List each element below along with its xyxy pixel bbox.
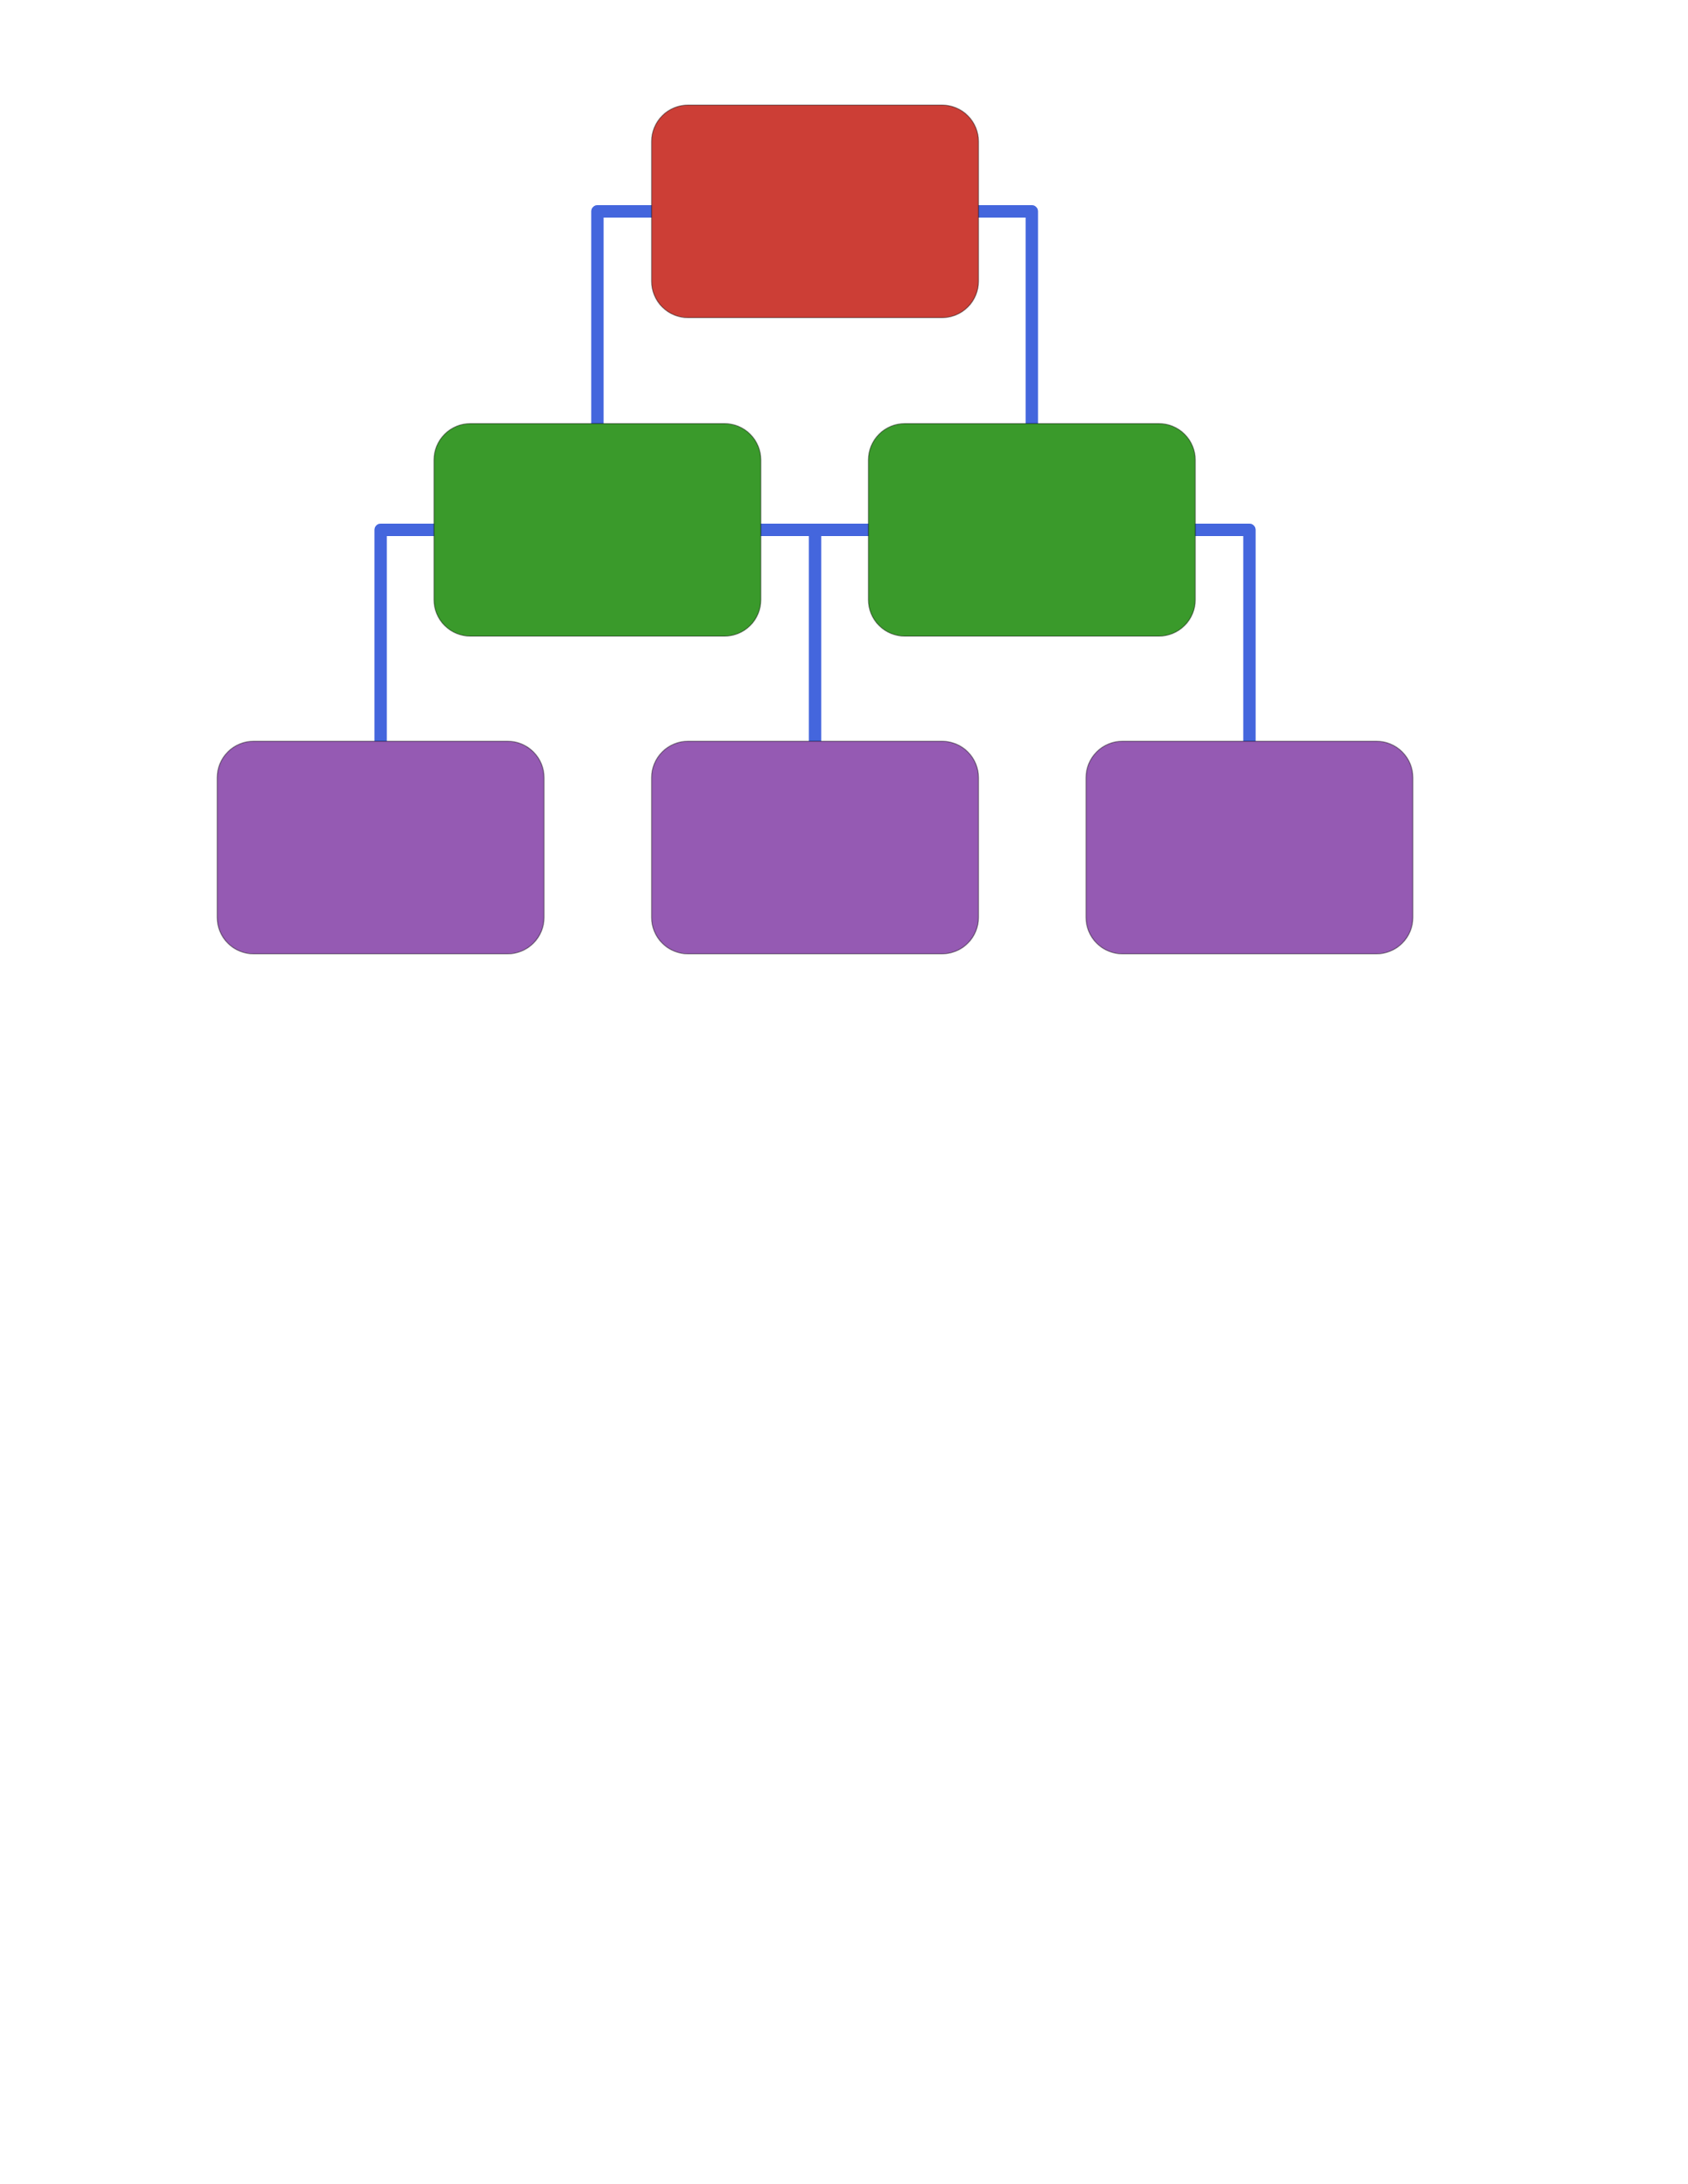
node-leaf-center[interactable] xyxy=(650,740,980,955)
node-box-leaf-right[interactable] xyxy=(1085,740,1414,955)
node-leaf-right[interactable] xyxy=(1085,740,1414,955)
node-leaf-left[interactable] xyxy=(216,740,545,955)
node-box-mid-right[interactable] xyxy=(867,423,1196,637)
node-box-leaf-left[interactable] xyxy=(216,740,545,955)
node-root[interactable] xyxy=(650,104,980,318)
node-box-root[interactable] xyxy=(650,104,980,318)
node-box-leaf-center[interactable] xyxy=(650,740,980,955)
node-layer xyxy=(216,104,1414,955)
node-mid-left[interactable] xyxy=(433,423,762,637)
node-mid-right[interactable] xyxy=(867,423,1196,637)
node-box-mid-left[interactable] xyxy=(433,423,762,637)
